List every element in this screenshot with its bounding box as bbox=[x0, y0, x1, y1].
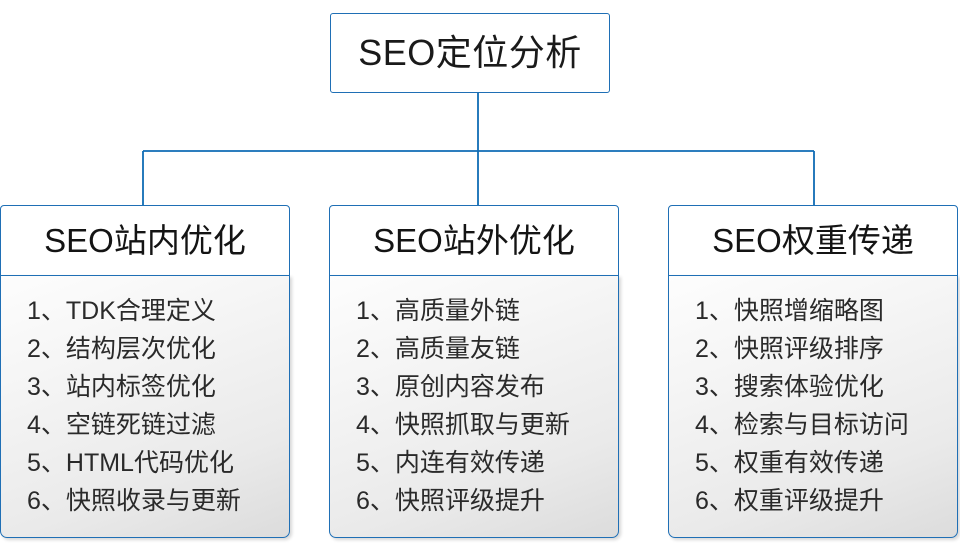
list-item: 3、站内标签优化 bbox=[27, 373, 216, 401]
branch-item-list-1: 1、TDK合理定义 2、结构层次优化 3、站内标签优化 4、空链死链过滤 5、H… bbox=[1, 292, 241, 520]
branch-header-label-3: SEO权重传递 bbox=[712, 222, 914, 259]
branch-body-2: 1、高质量外链 2、高质量友链 3、原创内容发布 4、快照抓取与更新 5、内连有… bbox=[329, 275, 619, 538]
list-item: 2、高质量友链 bbox=[356, 335, 520, 363]
list-item: 6、快照收录与更新 bbox=[27, 487, 241, 515]
list-item: 2、结构层次优化 bbox=[27, 335, 216, 363]
list-item: 5、权重有效传递 bbox=[695, 449, 884, 477]
list-item: 5、内连有效传递 bbox=[356, 449, 545, 477]
list-item: 1、快照增缩略图 bbox=[695, 297, 884, 325]
branch-body-1: 1、TDK合理定义 2、结构层次优化 3、站内标签优化 4、空链死链过滤 5、H… bbox=[0, 275, 290, 538]
root-node-label: SEO定位分析 bbox=[358, 32, 582, 73]
branch-header-label-2: SEO站外优化 bbox=[373, 222, 575, 259]
list-item: 6、快照评级提升 bbox=[356, 487, 545, 515]
list-item: 3、搜索体验优化 bbox=[695, 373, 884, 401]
branch-header-1: SEO站内优化 bbox=[0, 205, 290, 276]
list-item: 6、权重评级提升 bbox=[695, 487, 884, 515]
branch-item-list-3: 1、快照增缩略图 2、快照评级排序 3、搜索体验优化 4、检索与目标访问 5、权… bbox=[669, 292, 909, 520]
branch-header-label-1: SEO站内优化 bbox=[44, 222, 246, 259]
branch-header-2: SEO站外优化 bbox=[329, 205, 619, 276]
list-item: 1、高质量外链 bbox=[356, 297, 520, 325]
list-item: 4、空链死链过滤 bbox=[27, 411, 216, 439]
list-item: 2、快照评级排序 bbox=[695, 335, 884, 363]
branch-column-3: SEO权重传递 1、快照增缩略图 2、快照评级排序 3、搜索体验优化 4、检索与… bbox=[668, 205, 958, 538]
branch-column-2: SEO站外优化 1、高质量外链 2、高质量友链 3、原创内容发布 4、快照抓取与… bbox=[329, 205, 619, 538]
branch-item-list-2: 1、高质量外链 2、高质量友链 3、原创内容发布 4、快照抓取与更新 5、内连有… bbox=[330, 292, 570, 520]
list-item: 1、TDK合理定义 bbox=[27, 297, 216, 325]
root-node: SEO定位分析 bbox=[330, 13, 610, 93]
list-item: 5、HTML代码优化 bbox=[27, 449, 234, 477]
branch-body-3: 1、快照增缩略图 2、快照评级排序 3、搜索体验优化 4、检索与目标访问 5、权… bbox=[668, 275, 958, 538]
branch-column-1: SEO站内优化 1、TDK合理定义 2、结构层次优化 3、站内标签优化 4、空链… bbox=[0, 205, 290, 538]
list-item: 3、原创内容发布 bbox=[356, 373, 545, 401]
branch-header-3: SEO权重传递 bbox=[668, 205, 958, 276]
list-item: 4、快照抓取与更新 bbox=[356, 411, 570, 439]
list-item: 4、检索与目标访问 bbox=[695, 411, 909, 439]
